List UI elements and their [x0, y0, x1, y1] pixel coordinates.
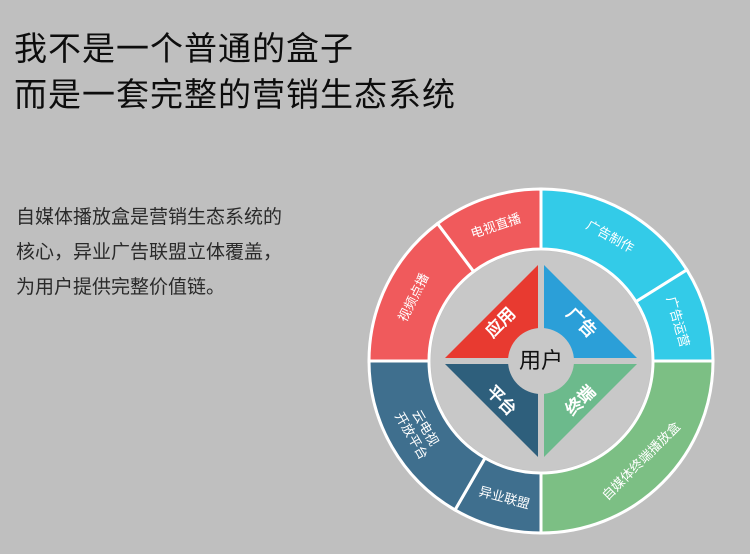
description: 自媒体播放盒是营销生态系统的 核心，异业广告联盟立体覆盖， 为用户提供完整价值链… [16, 200, 386, 305]
core-diamond: 应用广告终端平台 [445, 265, 637, 457]
center-label: 用户 [519, 349, 563, 374]
description-line-1: 自媒体播放盒是营销生态系统的 [16, 206, 283, 228]
headline: 我不是一个普通的盒子 而是一套完整的营销生态系统 [14, 26, 456, 118]
headline-line-1: 我不是一个普通的盒子 [14, 29, 354, 68]
center-hub [508, 328, 574, 394]
core-quadrant-ad [544, 265, 637, 358]
core-quadrant-terminal [544, 364, 637, 457]
outer-ring: 电视直播广告制作广告运营自媒体终端播放盒异业联盟云电视开放平台视频点播 [367, 187, 715, 535]
description-line-2: 核心，异业广告联盟立体覆盖， [16, 241, 283, 263]
core-quadrant-platform [445, 364, 538, 457]
headline-line-2: 而是一套完整的营销生态系统 [14, 75, 456, 114]
ring-segment-video_vod [367, 221, 476, 363]
ecosystem-wheel: 电视直播广告制作广告运营自媒体终端播放盒异业联盟云电视开放平台视频点播 应用广告… [367, 187, 715, 535]
description-line-3: 为用户提供完整价值链。 [16, 276, 226, 298]
core-quadrant-app [445, 265, 538, 358]
ring-segment-box [539, 359, 715, 535]
